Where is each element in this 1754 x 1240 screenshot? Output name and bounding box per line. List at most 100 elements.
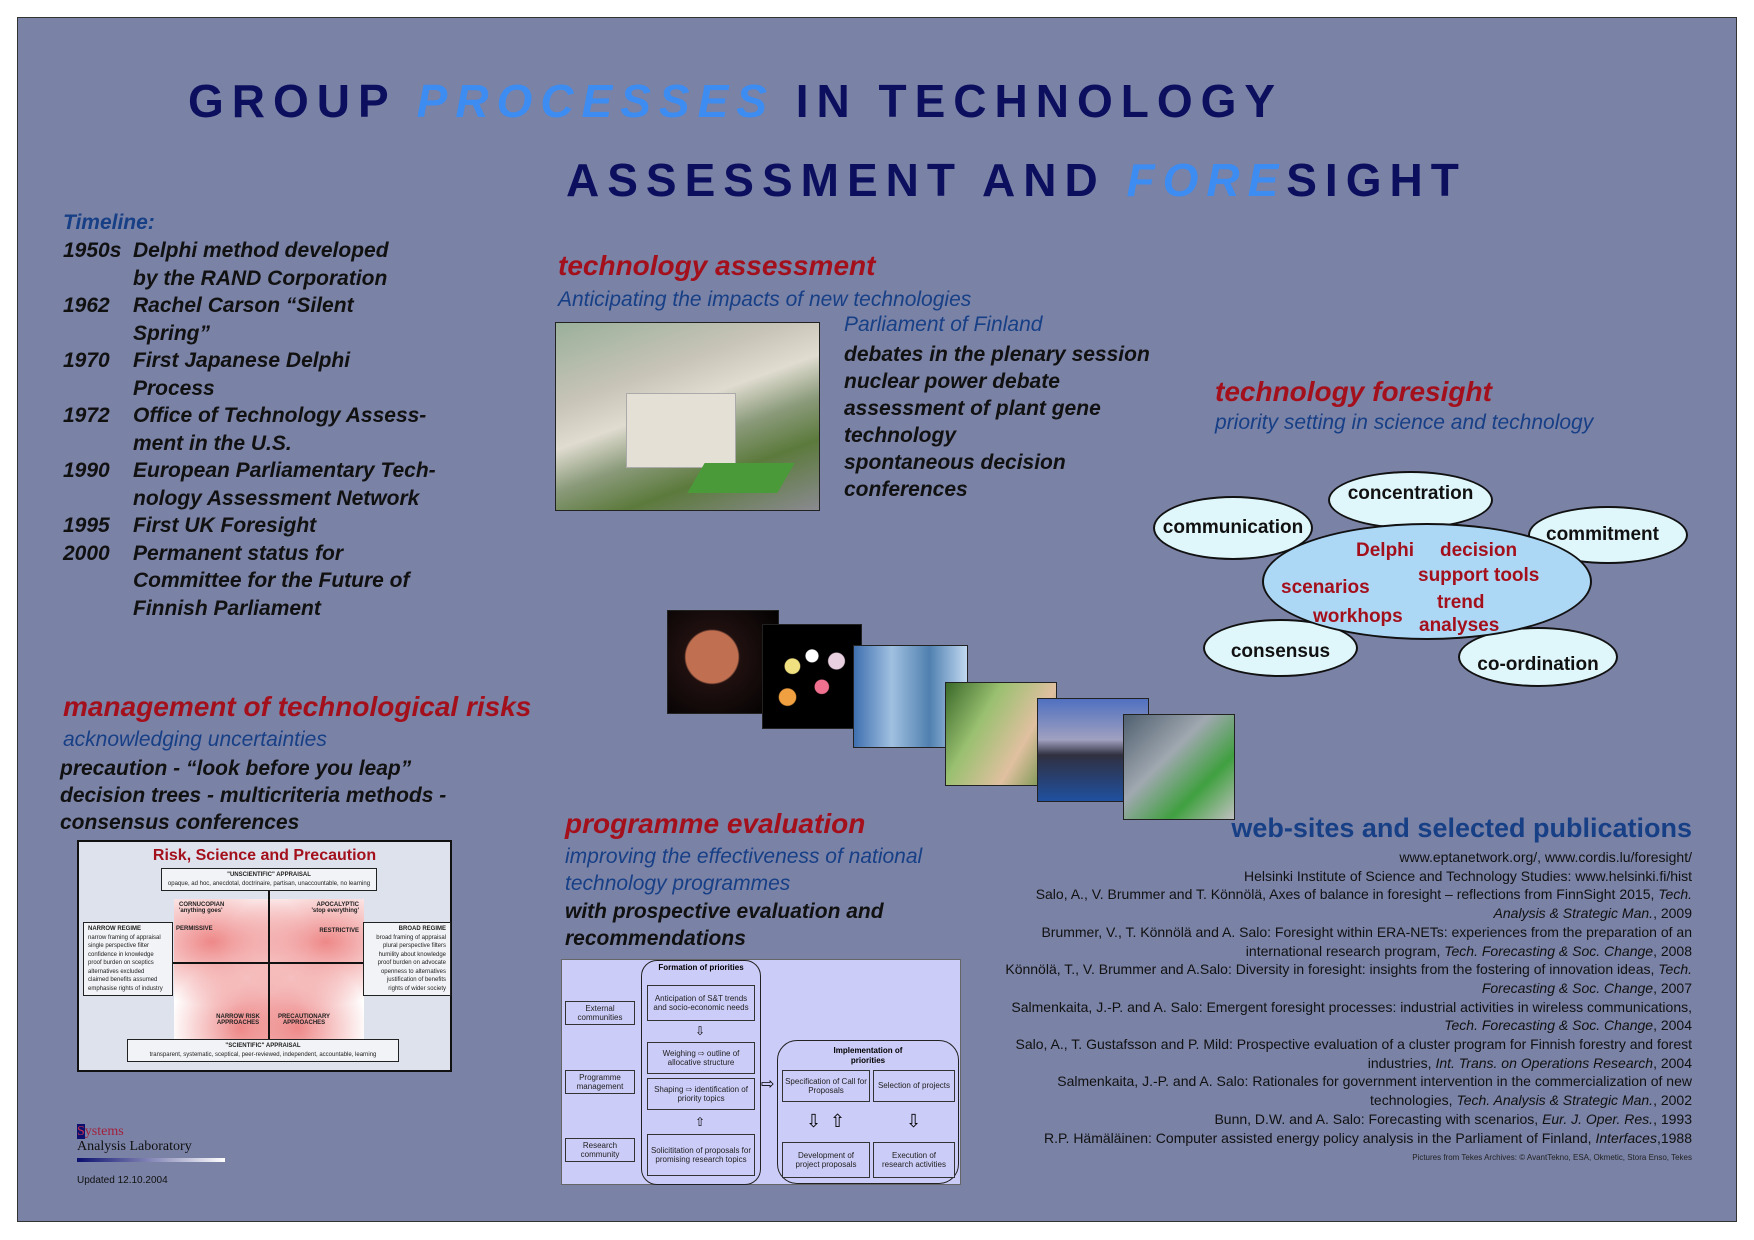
references-list: www.eptanetwork.org/, www.cordis.lu/fore… [1002,848,1692,1147]
timeline-text: Permanent status for [133,541,344,565]
broad-regime-line: justification of benefits [386,977,446,983]
reference-item: Salmenkaita, J.-P. and A. Salo: Emergent… [1011,998,1692,1034]
timeline-year: 1970 [63,349,110,372]
narrow-regime-line: claimed benefits assumed [88,977,158,983]
reference-item: Salo, A., V. Brummer and T. Könnölä, Axe… [1035,886,1692,922]
ellipse-co-ordination: co-ordination [1458,627,1618,687]
narrow-regime-line: single perspective filter [88,943,150,949]
broad-regime-line: openness to alternatives [380,968,446,975]
method-scenarios: scenarios [1281,577,1370,598]
risk-item: decision trees - multicriteria methods - [60,784,447,807]
right-arrow-icon: ⇨ [761,1076,775,1093]
ellipse-concentration: concentration [1328,471,1493,529]
timeline-heading: Timeline: [63,211,155,234]
programme-flow-diagram: External communities Programme managemen… [561,959,961,1185]
timeline-year: 1990 [63,459,110,482]
permissive-label: PERMISSIVE [176,926,213,932]
timeline-text: Office of Technology Assess- [133,404,427,427]
narrow-regime-line: emphasise rights of industry [88,985,163,992]
narrow-regime-line: narrow framing of appraisal [88,934,161,941]
ta-heading: technology assessment [558,250,876,281]
ta-item: nuclear power debate [844,370,1060,393]
foresight-diagram: concentration communication commitment c… [1153,471,1713,691]
actor-external: External communities [565,1001,635,1025]
method-analyses: analyses [1419,615,1500,636]
timeline-item: 1950s Delphi method developed [63,237,436,265]
broad-regime-line: plural perspective filters [382,943,446,949]
broad-regime-line: humility about knowledge [378,951,446,958]
reference-item: Könnölä, T., V. Brummer and A.Salo: Dive… [1005,961,1692,996]
timeline-year: 1995 [63,514,110,537]
implementation-title: Implementation of priorities [833,1046,903,1065]
timeline-text-cont: by the RAND Corporation [133,266,388,290]
method-trend: trend [1437,592,1485,613]
narrow-regime-line: alternatives excluded [88,968,145,975]
broad-regime-line: rights of wider society [388,985,446,992]
parliament-building [626,393,736,468]
timeline-year: 2000 [63,541,110,565]
timeline-text-cont: nology Assessment Network [133,486,420,510]
ta-item: assessment of plant gene [844,397,1101,420]
risk-diagram-title: Risk, Science and Precaution [152,847,377,864]
timeline-year: 1962 [63,294,110,317]
up-arrow-icon: ⇧ [695,1115,706,1129]
apocalyptic-label: APOCALYPTIC 'stop everything' [311,902,359,914]
references-block: www.eptanetwork.org/, www.cordis.lu/fore… [1002,848,1692,1163]
timeline-year: 1950s [63,239,122,262]
tf-subtitle: priority setting in science and technolo… [1215,411,1594,434]
implementation-box: Execution of research activities [873,1142,955,1178]
tf-heading: technology foresight [1215,376,1492,407]
actor-research: Research community [565,1138,635,1162]
timeline-item: 1972 Office of Technology Assess- [63,402,436,430]
risk-diagram: Risk, Science and Precaution "UNSCIENTIF… [77,840,452,1072]
pe-text-2: recommendations [565,927,746,950]
title-line-2: ASSESSMENT AND FORESIGHT [566,154,1467,206]
reference-item: Bunn, D.W. and A. Salo: Forecasting with… [1214,1110,1692,1127]
timeline-year: 1972 [63,404,110,427]
timeline-text-cont: ment in the U.S. [133,431,292,455]
formation-group [641,960,761,1185]
ta-item: conferences [844,478,968,501]
lawn [687,463,795,493]
method-decision: decision [1440,540,1518,561]
risk-item: precaution - “look before you leap” [60,757,412,780]
implementation-box: Specification of Call for Proposals [782,1070,870,1102]
reference-item: R.P. Hämäläinen: Computer assisted energ… [1044,1129,1692,1146]
web-heading: web-sites and selected publications [1231,813,1692,843]
up-arrow-icon: ⇧ [830,1111,846,1131]
formation-box: Solicititation of proposals for promisin… [647,1134,755,1176]
timeline-text-cont: Committee for the Future of [133,569,410,592]
ta-item: technology [844,424,957,447]
reference-item: Salmenkaita, J.-P. and A. Salo: Rational… [1057,1073,1692,1109]
timeline-text-cont: Process [133,376,215,400]
narrow-regime-line: proof burden on sceptics [88,960,154,966]
timeline-text-cont: Finnish Parliament [133,596,321,620]
timeline-item: 1962 Rachel Carson “Silent [63,292,436,320]
ta-items: debates in the plenary session nuclear po… [844,341,1150,503]
timeline-text: Rachel Carson “Silent [133,294,354,317]
reference-item: Brummer, V., T. Könnölä and A. Salo: For… [1041,923,1692,959]
risk-heading: management of technological risks [63,691,532,722]
narrow-regime-line: confidence in knowledge [88,951,154,958]
timeline-list: 1950s Delphi method developed by the RAND … [63,237,436,622]
reference-item: www.eptanetwork.org/, www.cordis.lu/fore… [1399,849,1692,865]
implementation-group [777,1040,959,1184]
down-arrow-icon: ⇩ [906,1111,922,1131]
narrow-risk-label: NARROW RISK APPROACHES [216,1014,260,1026]
restrictive-label: RESTRICTIVE [319,928,359,934]
timeline-text: Delphi method developed [133,239,389,262]
photo-credits: Pictures from Tekes Archives: © AvantTek… [1412,1153,1692,1163]
down-arrow-icon: ⇩ [806,1111,822,1131]
method-workshops: workhops [1313,606,1403,627]
pe-heading: programme evaluation [565,808,866,839]
photo-strip [667,610,1267,820]
timeline-text: First Japanese Delphi [133,349,351,372]
pe-subtitle-1: improving the effectiveness of national [565,845,923,868]
ta-item: debates in the plenary session [844,343,1150,366]
actor-programme-management: Programme management [565,1070,635,1094]
reference-item: Salo, A., T. Gustafsson and P. Mild: Pro… [1015,1036,1692,1071]
implementation-box: Selection of projects [873,1070,955,1102]
